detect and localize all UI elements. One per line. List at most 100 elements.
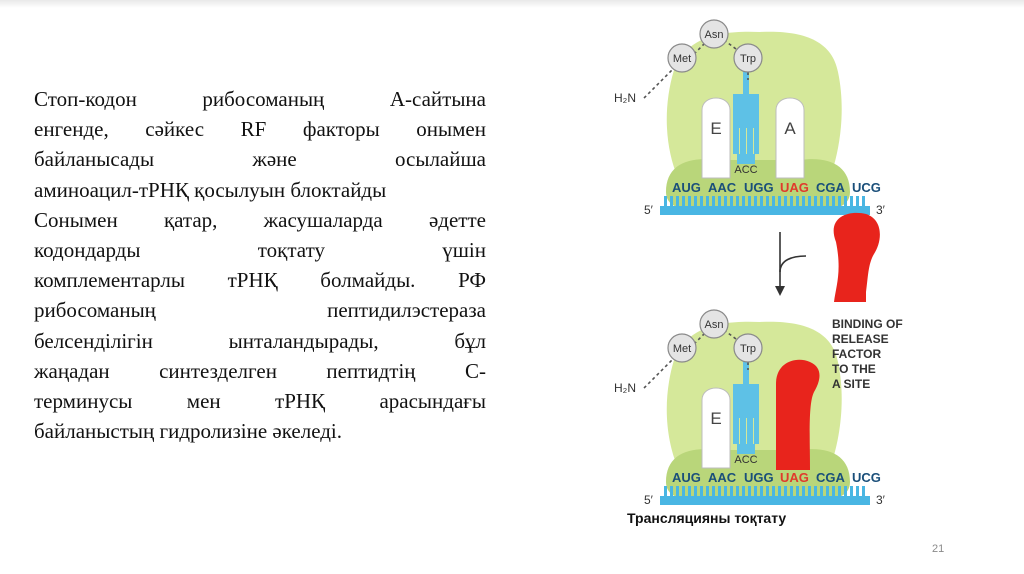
top-border	[0, 0, 1024, 8]
mrna-base	[748, 196, 751, 206]
mrna-base	[808, 196, 811, 206]
codon: UGG	[744, 180, 774, 195]
codon: UCG	[852, 180, 881, 195]
five-prime-label: 5′	[644, 203, 654, 217]
translation-termination-figure: Met Asn Trp H₂N E A ACC AUG AAC UGG UAG …	[600, 10, 920, 510]
annotation-line: RELEASE	[832, 332, 889, 346]
mrna-base	[784, 196, 787, 206]
mrna-base	[748, 486, 751, 496]
amino-acid-trp	[733, 333, 763, 363]
mrna-base	[820, 196, 823, 206]
e-site-label: E	[710, 119, 721, 138]
paragraph-line: комплементарлы тРНҚ болмайды. РФ	[34, 268, 486, 293]
mrna-base	[694, 486, 697, 496]
mrna-base	[832, 486, 835, 496]
five-prime-label: 5′	[644, 493, 654, 507]
mrna-base	[790, 196, 793, 206]
mrna-base	[832, 196, 835, 206]
mrna-base	[718, 196, 721, 206]
mrna-base	[850, 196, 853, 206]
figure-svg: Met Asn Trp H₂N E A ACC AUG AAC UGG UAG …	[614, 19, 903, 507]
mrna-base	[754, 196, 757, 206]
mrna-base	[706, 196, 709, 206]
mrna-base	[712, 196, 715, 206]
codon: UCG	[852, 470, 881, 485]
mrna-base	[802, 486, 805, 496]
mrna-base	[676, 196, 679, 206]
trna-p-site	[733, 360, 759, 454]
mrna-base	[706, 486, 709, 496]
paragraph-line: жаңадан синтезделген пептидтің С-	[34, 358, 486, 383]
mrna-base	[814, 486, 817, 496]
mrna-base	[754, 486, 757, 496]
mrna-base	[784, 486, 787, 496]
mrna-base	[790, 486, 793, 496]
n-terminus-label: H₂N	[614, 91, 636, 105]
transition-arrow	[775, 232, 807, 296]
a-site-pocket	[775, 97, 805, 179]
stop-codon: UAG	[780, 470, 809, 485]
release-factor-free	[833, 212, 880, 302]
asn-label: Asn	[705, 319, 724, 331]
mrna-base	[772, 486, 775, 496]
a-site-label: A	[784, 119, 796, 138]
met-label: Met	[673, 343, 691, 355]
codon: AAC	[708, 180, 737, 195]
mrna-base	[796, 196, 799, 206]
paragraph-line: байланысады және осылайша	[34, 147, 486, 172]
amino-acid-asn	[699, 309, 729, 339]
mrna-base	[844, 486, 847, 496]
anticodon-label: ACC	[734, 454, 757, 466]
trna-p-site	[733, 70, 759, 164]
mrna-base	[862, 196, 865, 206]
ribosome-panel-after: Met Asn Trp H₂N E ACC AUG AAC UGG UAG CG…	[614, 309, 886, 507]
mrna-base	[700, 196, 703, 206]
met-label: Met	[673, 53, 691, 65]
mrna-base	[856, 486, 859, 496]
mrna-base	[766, 196, 769, 206]
trp-label: Trp	[740, 343, 756, 355]
page-number: 21	[932, 543, 945, 555]
mrna-base	[730, 486, 733, 496]
mrna-base	[742, 486, 745, 496]
mrna-base	[862, 486, 865, 496]
release-factor-bound	[776, 359, 820, 470]
mrna-base	[856, 196, 859, 206]
e-site-pocket	[701, 387, 731, 469]
three-prime-label: 3′	[876, 493, 886, 507]
annotation-line: A SITE	[832, 377, 870, 391]
mrna-bases	[664, 196, 865, 206]
e-site-pocket	[701, 97, 731, 179]
mrna-base	[778, 196, 781, 206]
mrna-base	[766, 486, 769, 496]
codon: AAC	[708, 470, 737, 485]
codon: CGA	[816, 470, 846, 485]
mrna-strand	[660, 206, 870, 215]
paragraph-line: белсенділігін ынталандырады, бұл	[34, 328, 486, 353]
mrna-base	[724, 196, 727, 206]
e-site-label: E	[710, 409, 721, 428]
mrna-base	[760, 486, 763, 496]
paragraph-line: терминусы мен тРНҚ арасындағы	[34, 388, 486, 413]
mrna-base	[814, 196, 817, 206]
amino-acid-trp	[733, 43, 763, 73]
mrna-base	[688, 486, 691, 496]
mrna-base	[796, 486, 799, 496]
mrna-base	[838, 196, 841, 206]
mrna-base	[730, 196, 733, 206]
mrna-base	[736, 196, 739, 206]
mrna-base	[724, 486, 727, 496]
mrna-base	[838, 486, 841, 496]
stop-codon: UAG	[780, 180, 809, 195]
codon: CGA	[816, 180, 846, 195]
three-prime-label: 3′	[876, 203, 886, 217]
codon: UGG	[744, 470, 774, 485]
mrna-base	[802, 196, 805, 206]
paragraph-line: Стоп-кодон рибосоманың А-сайтына	[34, 87, 486, 111]
mrna-codons: AUG AAC UGG UAG CGA UCG	[672, 470, 881, 485]
mrna-bases	[664, 486, 865, 496]
mrna-base	[742, 196, 745, 206]
mrna-base	[844, 196, 847, 206]
asn-label: Asn	[705, 29, 724, 41]
ribosome-panel-before: Met Asn Trp H₂N E A ACC AUG AAC UGG UAG …	[614, 19, 886, 217]
